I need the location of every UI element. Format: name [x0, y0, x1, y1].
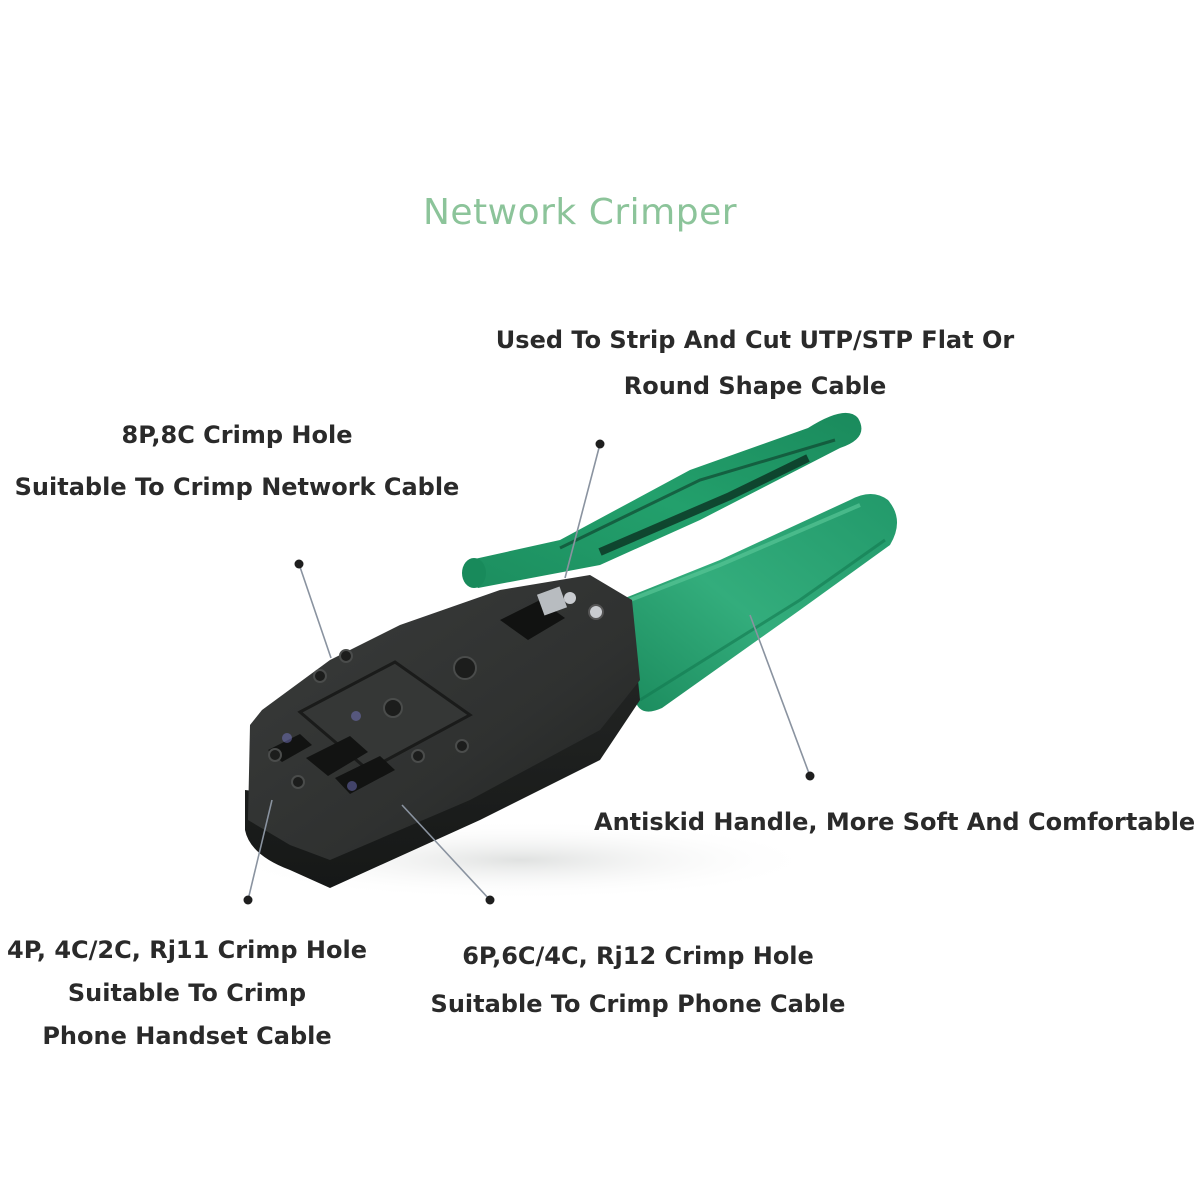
diagram-title: Network Crimper: [422, 192, 738, 233]
callout-rj12-line2: Suitable To Crimp Phone Cable: [430, 990, 846, 1018]
lower-handle: [625, 494, 898, 712]
rivets: [268, 649, 477, 789]
leader-dots: [243, 439, 815, 905]
callout-rj12-crimp-hole: 6P,6C/4C, Rj12 Crimp Hole Suitable To Cr…: [428, 944, 848, 1016]
callout-rj45-line1: 8P,8C Crimp Hole: [121, 421, 353, 449]
callout-rj45-crimp-hole: 8P,8C Crimp Hole Suitable To Crimp Netwo…: [6, 423, 468, 499]
leader-lines: [247, 443, 811, 901]
callout-rj11-line1: 4P, 4C/2C, Rj11 Crimp Hole: [7, 936, 367, 964]
callout-rj12-line1: 6P,6C/4C, Rj12 Crimp Hole: [462, 942, 814, 970]
callout-strip-cut: Used To Strip And Cut UTP/STP Flat Or Ro…: [490, 328, 1020, 398]
stripper-blade: [500, 586, 604, 640]
callout-rj11-line2: Suitable To Crimp: [67, 979, 307, 1007]
callout-rj11-line3: Phone Handset Cable: [42, 1022, 332, 1050]
callout-strip-cut-line1: Used To Strip And Cut UTP/STP Flat Or: [495, 326, 1015, 354]
callout-handle-line1: Antiskid Handle, More Soft And Comfortab…: [594, 808, 1196, 836]
callout-strip-cut-line2: Round Shape Cable: [623, 372, 887, 400]
callout-rj45-line2: Suitable To Crimp Network Cable: [14, 473, 460, 501]
callout-antiskid-handle: Antiskid Handle, More Soft And Comfortab…: [594, 810, 1195, 834]
upper-handle: [462, 412, 862, 588]
callout-rj11-crimp-hole: 4P, 4C/2C, Rj11 Crimp Hole Suitable To C…: [2, 938, 372, 1048]
